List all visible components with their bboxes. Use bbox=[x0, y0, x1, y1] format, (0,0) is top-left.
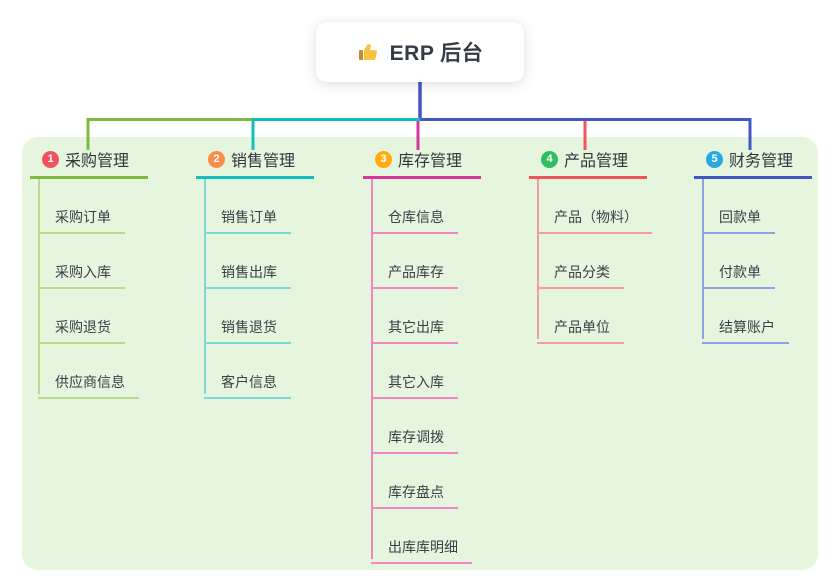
leaf-row: 仓库信息 bbox=[371, 179, 481, 234]
branch-number-badge: 4 bbox=[541, 150, 558, 168]
branch-node[interactable]: 5 财务管理 bbox=[694, 146, 812, 179]
leaf-row: 销售订单 bbox=[204, 179, 314, 234]
leaf-connector-line bbox=[371, 179, 373, 559]
leaf-row: 采购入库 bbox=[38, 234, 148, 289]
leaf-connector-line bbox=[204, 179, 206, 394]
leaf-node[interactable]: 销售退货 bbox=[204, 317, 291, 344]
branch-label: 财务管理 bbox=[729, 153, 794, 170]
branch-node[interactable]: 2 销售管理 bbox=[196, 146, 314, 179]
branch-label: 库存管理 bbox=[398, 153, 463, 170]
leaf-node[interactable]: 其它入库 bbox=[371, 372, 458, 399]
leaf-row: 销售退货 bbox=[204, 289, 314, 344]
leaf-row: 其它入库 bbox=[371, 344, 481, 399]
leaf-list: 采购订单采购入库采购退货供应商信息 bbox=[30, 179, 148, 399]
leaf-row: 产品库存 bbox=[371, 234, 481, 289]
leaf-node[interactable]: 采购入库 bbox=[38, 262, 125, 289]
branch: 5 财务管理 回款单付款单结算账户 bbox=[694, 146, 812, 344]
branch: 2 销售管理 销售订单销售出库销售退货客户信息 bbox=[196, 146, 314, 399]
leaf-connector-line bbox=[537, 179, 539, 339]
branch-label: 采购管理 bbox=[65, 153, 130, 170]
branches-background-panel bbox=[22, 137, 818, 570]
leaf-row: 其它出库 bbox=[371, 289, 481, 344]
leaf-row: 采购退货 bbox=[38, 289, 148, 344]
branch-label: 销售管理 bbox=[231, 153, 296, 170]
leaf-node[interactable]: 采购退货 bbox=[38, 317, 125, 344]
branch-label: 产品管理 bbox=[564, 153, 629, 170]
branch-node[interactable]: 1 采购管理 bbox=[30, 146, 148, 179]
leaf-node[interactable]: 产品单位 bbox=[537, 317, 624, 344]
leaf-node[interactable]: 结算账户 bbox=[702, 317, 789, 344]
leaf-row: 采购订单 bbox=[38, 179, 148, 234]
leaf-row: 付款单 bbox=[702, 234, 812, 289]
leaf-node[interactable]: 产品（物料） bbox=[537, 207, 652, 234]
leaf-node[interactable]: 产品分类 bbox=[537, 262, 624, 289]
thumbs-up-icon bbox=[358, 44, 377, 60]
leaf-row: 库存调拨 bbox=[371, 399, 481, 454]
branch-number-badge: 1 bbox=[42, 150, 59, 168]
leaf-node[interactable]: 其它出库 bbox=[371, 317, 458, 344]
leaf-list: 回款单付款单结算账户 bbox=[694, 179, 812, 344]
leaf-node[interactable]: 供应商信息 bbox=[38, 372, 139, 399]
branch: 4 产品管理 产品（物料） 产品分类产品单位 bbox=[529, 146, 652, 344]
leaf-row: 产品分类 bbox=[537, 234, 647, 289]
branch-number-badge: 3 bbox=[375, 150, 392, 168]
leaf-row: 库存盘点 bbox=[371, 454, 481, 509]
root-node-label: ERP 后台 bbox=[389, 42, 484, 65]
leaf-node[interactable]: 库存调拨 bbox=[371, 427, 458, 454]
branch-number-badge: 2 bbox=[208, 150, 225, 168]
leaf-node[interactable]: 产品库存 bbox=[371, 262, 458, 289]
leaf-connector-line bbox=[38, 179, 40, 394]
leaf-row: 供应商信息 bbox=[38, 344, 148, 399]
leaf-node[interactable]: 库存盘点 bbox=[371, 482, 458, 509]
leaf-node[interactable]: 采购订单 bbox=[38, 207, 125, 234]
branch: 3 库存管理 仓库信息产品库存其它出库其它入库库存调拨库存盘点出库库明细 bbox=[363, 146, 481, 564]
leaf-node[interactable]: 付款单 bbox=[702, 262, 775, 289]
leaf-row: 回款单 bbox=[702, 179, 812, 234]
branch-node[interactable]: 4 产品管理 bbox=[529, 146, 647, 179]
branch-number-badge: 5 bbox=[706, 150, 723, 168]
leaf-row: 产品单位 bbox=[537, 289, 647, 344]
leaf-row: 出库库明细 bbox=[371, 509, 481, 564]
leaf-node[interactable]: 回款单 bbox=[702, 207, 775, 234]
leaf-node[interactable]: 客户信息 bbox=[204, 372, 291, 399]
root-node[interactable]: ERP 后台 bbox=[316, 22, 524, 82]
leaf-node[interactable]: 销售订单 bbox=[204, 207, 291, 234]
leaf-node[interactable]: 仓库信息 bbox=[371, 207, 458, 234]
leaf-connector-line bbox=[702, 179, 704, 339]
leaf-node[interactable]: 销售出库 bbox=[204, 262, 291, 289]
leaf-row: 客户信息 bbox=[204, 344, 314, 399]
leaf-row: 结算账户 bbox=[702, 289, 812, 344]
branch-node[interactable]: 3 库存管理 bbox=[363, 146, 481, 179]
leaf-list: 产品（物料） 产品分类产品单位 bbox=[529, 179, 652, 344]
leaf-row: 销售出库 bbox=[204, 234, 314, 289]
branch: 1 采购管理 采购订单采购入库采购退货供应商信息 bbox=[30, 146, 148, 399]
leaf-row: 产品（物料） bbox=[537, 179, 652, 234]
leaf-node[interactable]: 出库库明细 bbox=[371, 537, 472, 564]
leaf-list: 仓库信息产品库存其它出库其它入库库存调拨库存盘点出库库明细 bbox=[363, 179, 481, 564]
leaf-list: 销售订单销售出库销售退货客户信息 bbox=[196, 179, 314, 399]
